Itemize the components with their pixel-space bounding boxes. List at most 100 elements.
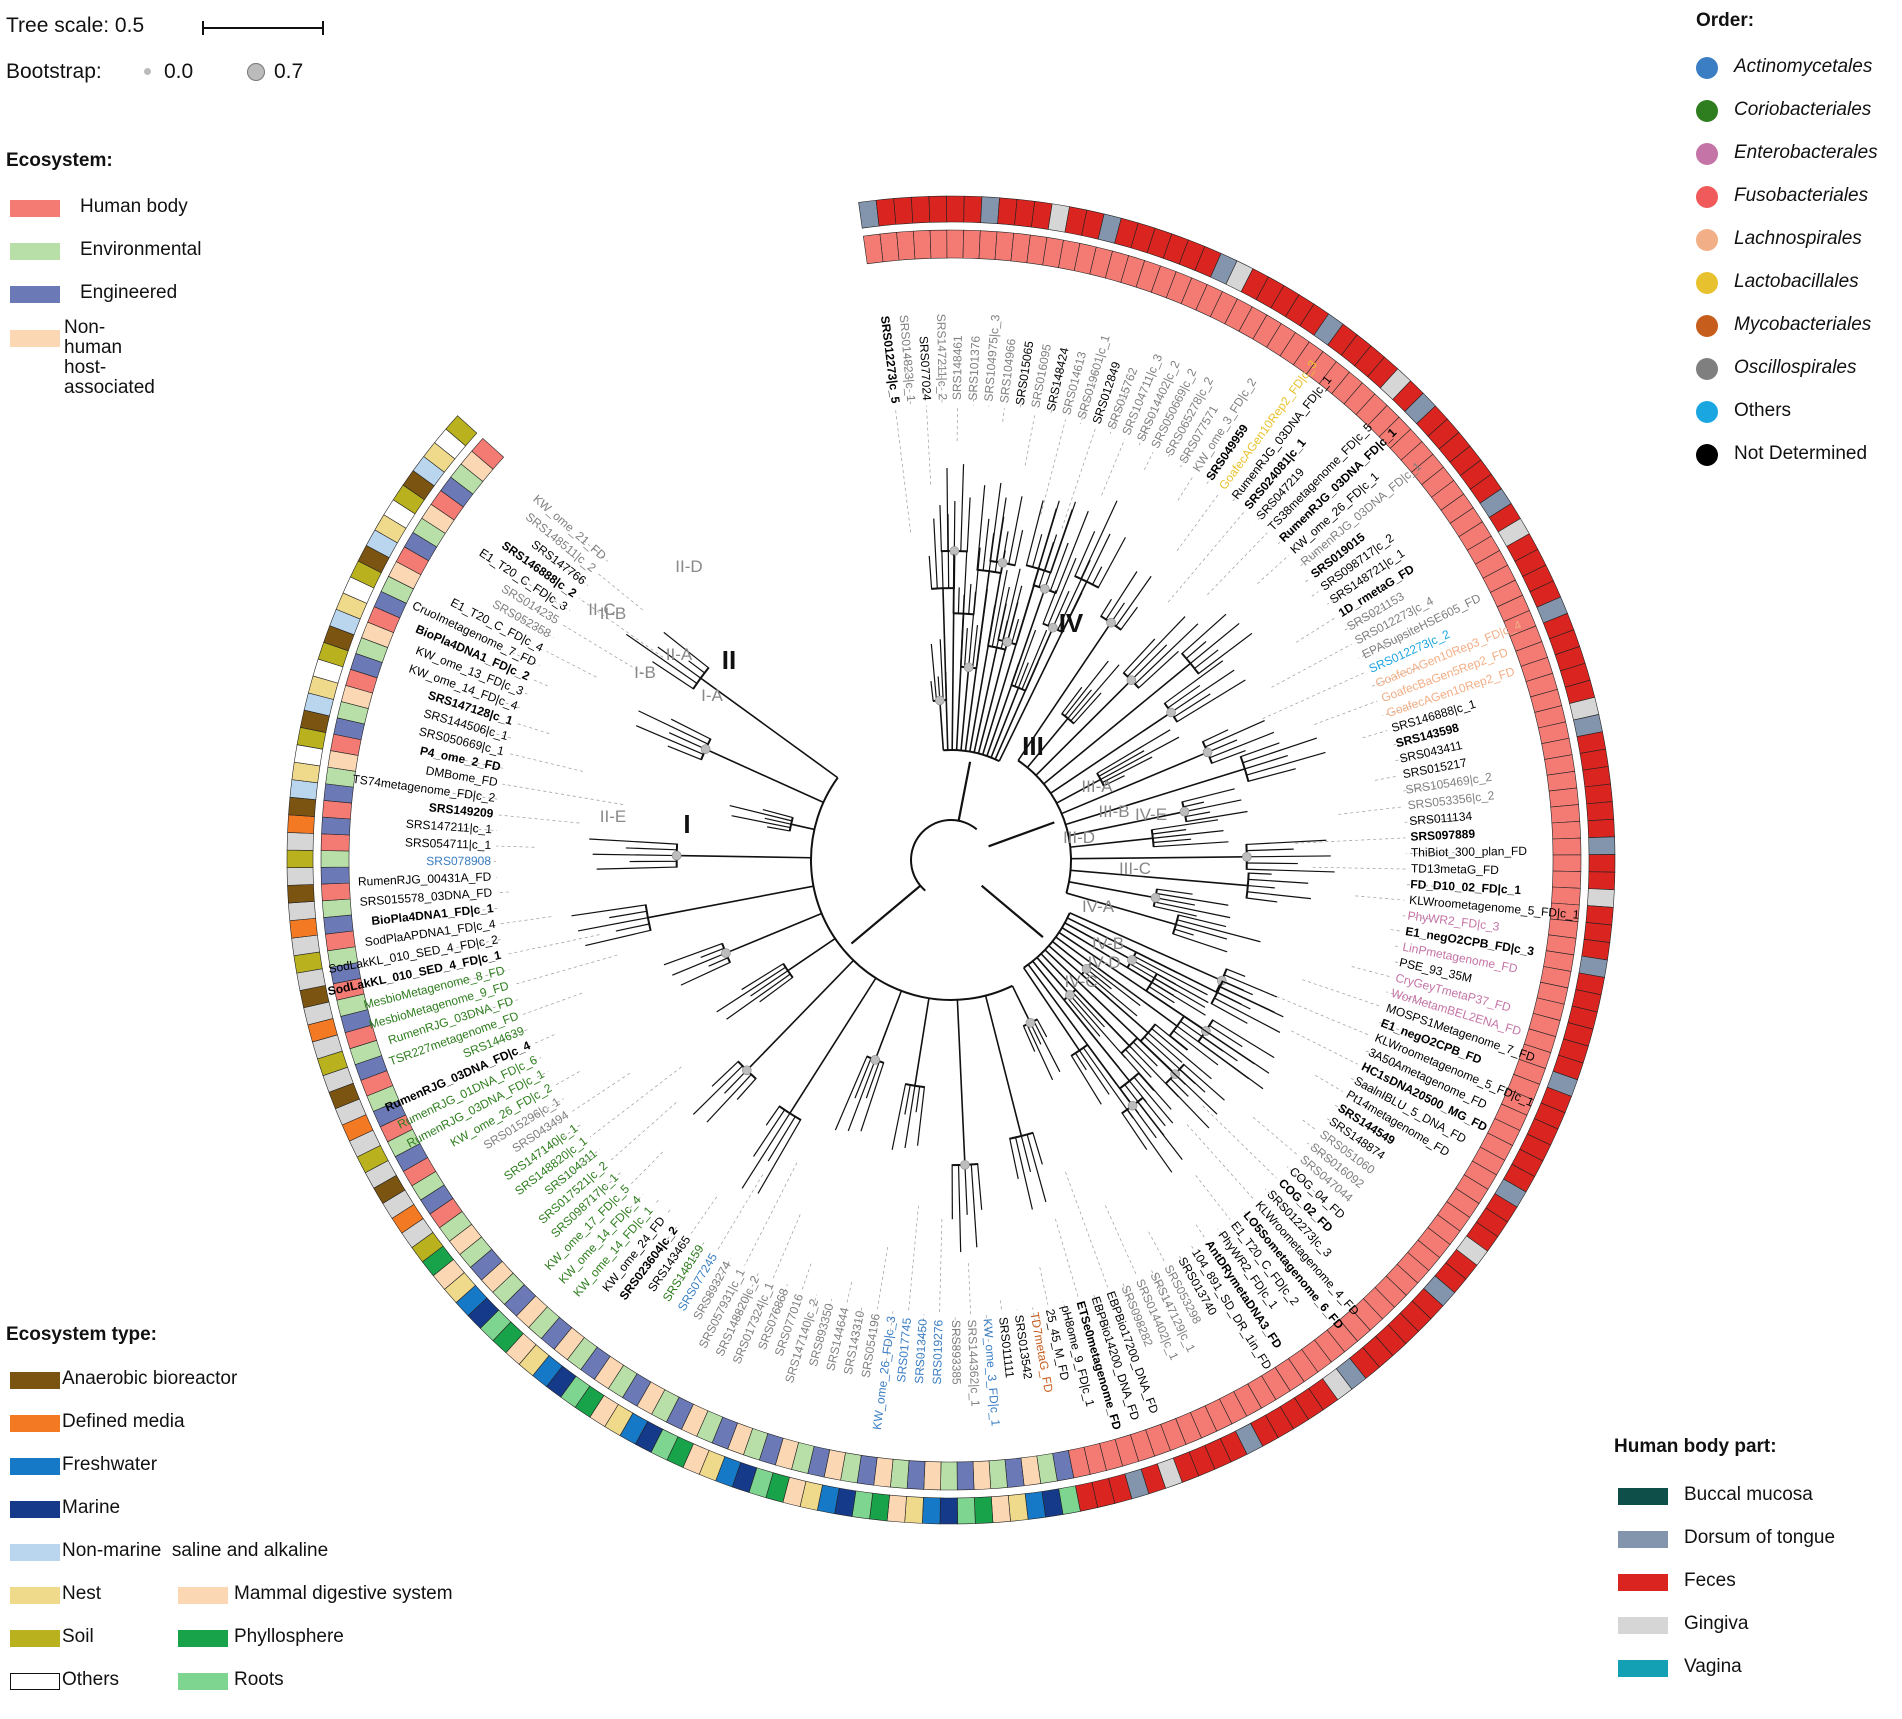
- tree-branch: [915, 1086, 921, 1113]
- order-label-lachnospirales: Lachnospirales: [1734, 228, 1862, 249]
- tree-branch: [1008, 496, 1023, 565]
- leaf-guide-line: [1259, 989, 1371, 1037]
- ecosystem-type-ring-cell: [1582, 766, 1611, 788]
- tree-branch: [1036, 1019, 1048, 1038]
- leaf-guide-line: [1039, 1267, 1049, 1305]
- tree-branch: [589, 838, 678, 845]
- tree-branch: [939, 505, 942, 552]
- tree-branch: [860, 1062, 885, 1132]
- tree-branch: [1138, 1072, 1155, 1092]
- tree-branch: [939, 639, 944, 701]
- bootstrap-dot-large: [247, 63, 265, 81]
- bootstrap-dot: [1166, 707, 1176, 718]
- ecosystem-type-ring-cell: [287, 814, 315, 834]
- leaf-guide-line: [1262, 671, 1366, 720]
- leaf-guide-line: [1180, 454, 1188, 468]
- etype-swatch-soil: [10, 1630, 60, 1647]
- tree-branch: [1246, 862, 1298, 865]
- tree-branch: [1102, 756, 1153, 784]
- order-dot-fusobacteriales: [1696, 186, 1718, 208]
- tree-branch: [988, 821, 1055, 848]
- tree-branch: [1177, 919, 1261, 943]
- bootstrap-dot: [1002, 637, 1013, 647]
- tree-branch: [957, 587, 960, 614]
- ecosystem-ring-cell: [1551, 886, 1581, 906]
- ecosystem-type-ring-cell: [289, 779, 319, 800]
- ecosystem-type-ring-cell: [875, 198, 897, 227]
- tree-arc: [1023, 912, 1071, 969]
- leaf-guide-line: [772, 1214, 801, 1279]
- leaf-guide-line: [505, 934, 600, 955]
- tree-branch: [1153, 841, 1229, 848]
- tree-branch: [1121, 1052, 1172, 1110]
- tree-branch: [1246, 848, 1294, 852]
- tree-branch: [1246, 855, 1331, 858]
- leaf-guide-line: [744, 1162, 798, 1266]
- tree-branch: [1070, 1055, 1102, 1105]
- tree-branch: [726, 973, 791, 1020]
- ecosystem-label-environmental: Environmental: [80, 239, 202, 260]
- ecosystem-swatch-environmental: [10, 243, 60, 260]
- leaf-label: SRS148461: [950, 335, 965, 400]
- bootstrap-dot: [1127, 955, 1137, 965]
- tree-branch: [854, 1057, 872, 1099]
- etype-swatch-anaerobic-bioreactor: [10, 1372, 60, 1389]
- tree-branch: [1153, 977, 1178, 992]
- ecosystem-type-ring-cell: [974, 1496, 994, 1524]
- tree-branch: [987, 605, 996, 646]
- tree-arc: [1239, 755, 1250, 783]
- leaf-guide-line: [536, 1071, 549, 1078]
- tree-branch: [1164, 660, 1224, 704]
- leaf-guide-line: [1286, 1166, 1324, 1201]
- etype-label-phyllosphere: Phyllosphere: [234, 1626, 344, 1647]
- tree-branch: [997, 586, 1010, 640]
- order-dot-actinomycetales: [1696, 57, 1718, 79]
- tree-branch: [1147, 1032, 1183, 1063]
- bootstrap-dot: [1202, 747, 1213, 758]
- leaf-guide-line: [1002, 408, 1005, 422]
- tree-branch: [904, 1084, 911, 1115]
- clade-label: II-B: [600, 604, 626, 623]
- tree-branch: [847, 1059, 876, 1132]
- tree-branch: [933, 518, 938, 589]
- tree-branch: [1049, 542, 1069, 592]
- tree-branch: [1009, 1138, 1019, 1179]
- tree-branch: [1074, 530, 1096, 577]
- ecosystem-swatch-human-body: [10, 200, 60, 217]
- leaf-guide-line: [939, 1219, 943, 1315]
- leaf-guide-line: [1195, 1224, 1205, 1238]
- tree-branch: [891, 1083, 907, 1150]
- bootstrap-dot: [1106, 617, 1116, 628]
- tree-branch: [1183, 1064, 1225, 1101]
- clade-label: III-C: [1119, 859, 1151, 878]
- tree-branch: [916, 1087, 926, 1146]
- tree-arc: [782, 962, 794, 979]
- tree-branch: [990, 687, 1020, 758]
- tree-branch: [1224, 974, 1278, 998]
- tree-branch: [1154, 901, 1231, 919]
- tree-branch: [1100, 598, 1112, 617]
- leaf-guide-line: [895, 408, 912, 533]
- tree-branch: [1170, 669, 1235, 713]
- tree-branch: [1184, 799, 1242, 813]
- etype-swatch-defined-media: [10, 1415, 60, 1432]
- tree-branch: [757, 1119, 802, 1194]
- leaf-guide-line: [717, 1174, 764, 1251]
- leaf-guide-line: [589, 1066, 682, 1138]
- ecosystem-ring-cell: [1004, 1457, 1025, 1488]
- ecosystem-type-ring-cell: [286, 849, 314, 869]
- ecosystem-ring-cell: [946, 229, 964, 259]
- tree-branch: [989, 533, 995, 562]
- leaf-guide-line: [1334, 1104, 1348, 1114]
- leaf-guide-line: [546, 651, 597, 678]
- etype-swatch-nest: [10, 1587, 60, 1604]
- leaf-guide-line: [1302, 1119, 1318, 1131]
- leaf-guide-line: [1166, 453, 1171, 460]
- ecosystem-type-ring-cell: [963, 195, 983, 224]
- tree-branch: [1151, 981, 1206, 1016]
- tree-branch: [1074, 1052, 1087, 1071]
- tree-branch: [1010, 663, 1020, 686]
- order-dot-mycobacteriales: [1696, 315, 1718, 337]
- leaf-guide-line: [968, 1263, 972, 1315]
